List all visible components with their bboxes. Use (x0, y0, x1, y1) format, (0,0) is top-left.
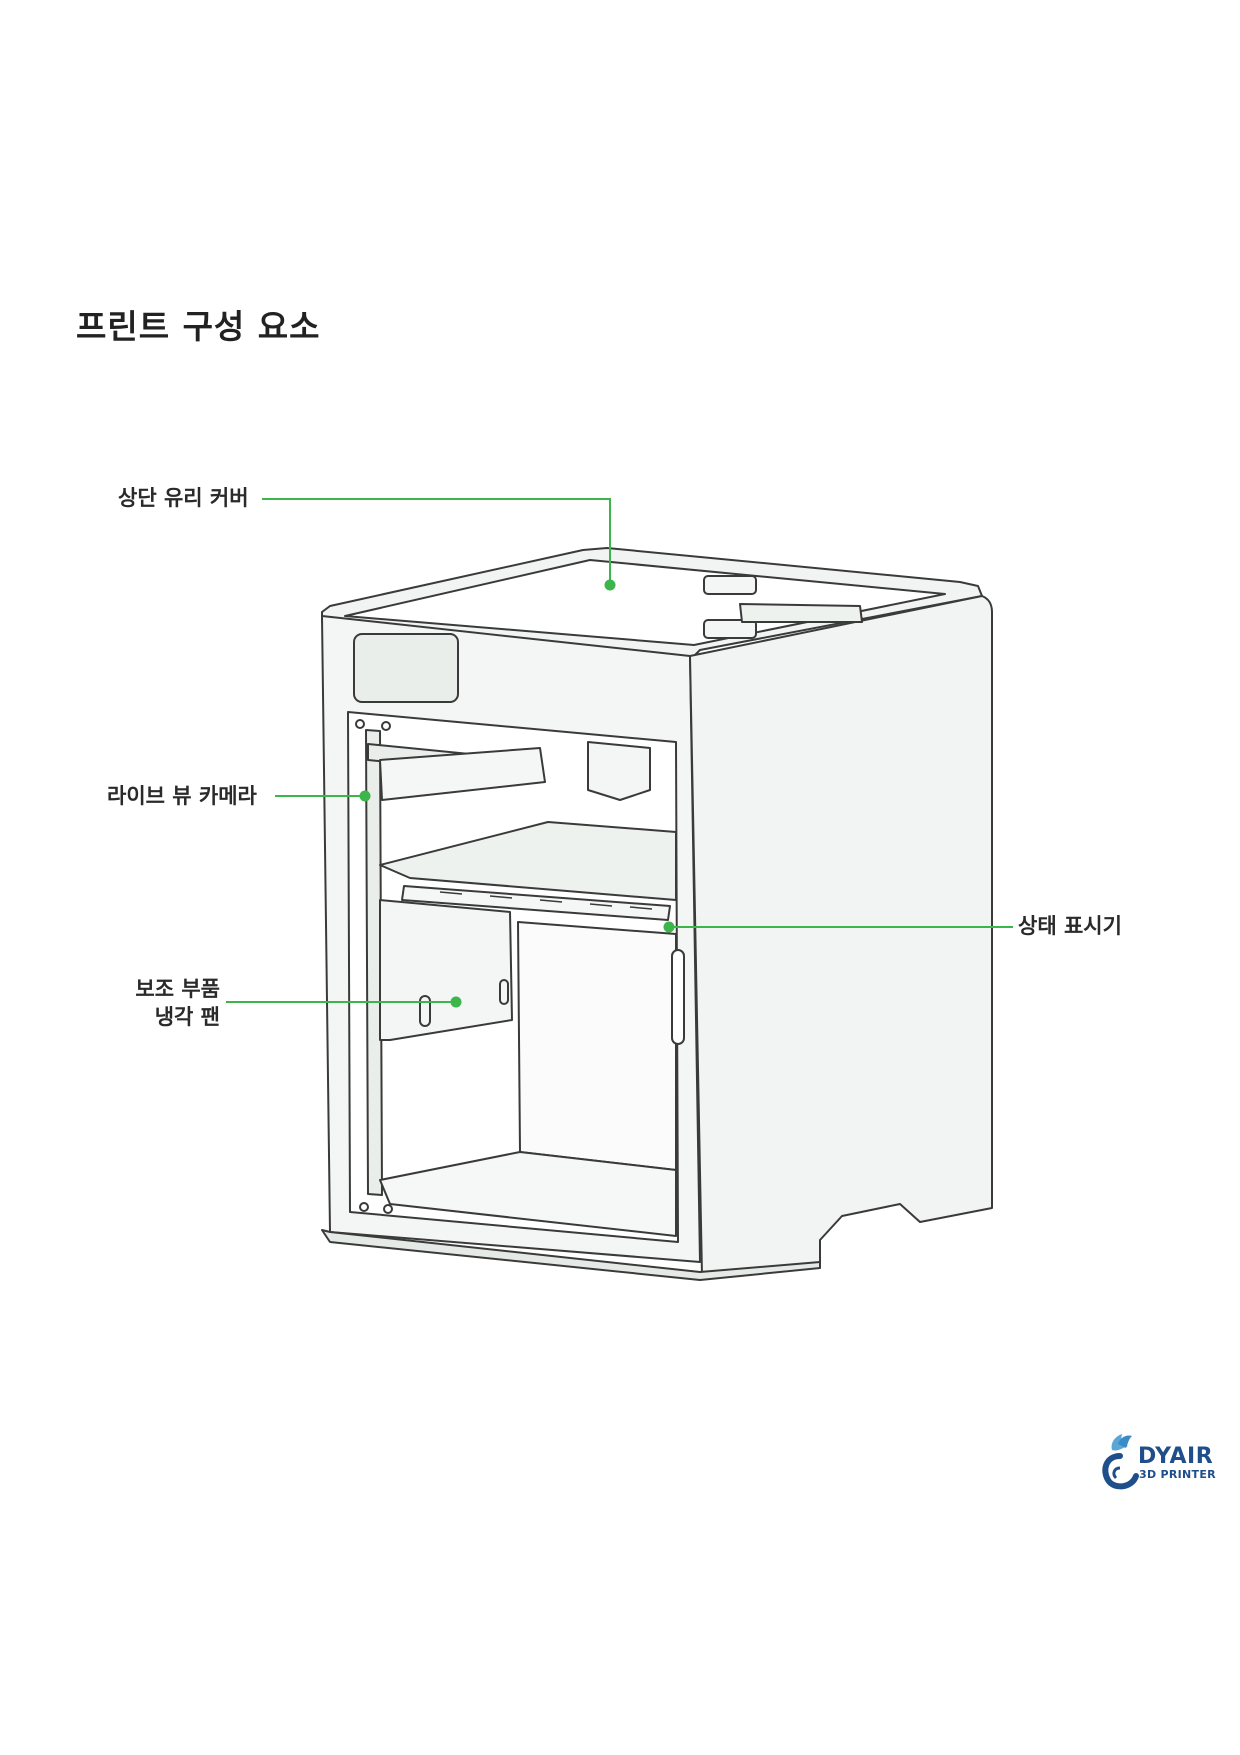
callout-line-top-glass-cover (262, 498, 611, 585)
logo-subtitle: 3D PRINTER (1139, 1468, 1216, 1481)
touch-display-shape (353, 633, 459, 703)
callout-dot-top-glass-cover (604, 579, 616, 591)
right-side-panel (689, 595, 993, 1277)
callout-top-glass-cover-text: 상단 유리 커버 (118, 486, 249, 510)
status-indicator-shape (671, 949, 685, 1045)
page-title: 프린트 구성 요소 (76, 307, 321, 346)
callout-status-indicator-text: 상태 표시기 (1018, 914, 1122, 938)
print-head-shape (587, 741, 651, 801)
callout-dot-status-indicator (663, 921, 675, 933)
brand-logo: DYAIR 3D PRINTER (1098, 1428, 1228, 1498)
callout-aux-fan: 보조 부품 냉각 팬 (118, 975, 220, 1032)
callout-dot-live-view-camera (359, 790, 371, 802)
callout-lines (226, 498, 1013, 1003)
callout-top-glass-cover: 상단 유리 커버 (118, 484, 249, 512)
bird-swirl-logo-icon (1102, 1434, 1139, 1490)
callout-live-view-camera: 라이브 뷰 카메라 (107, 782, 257, 810)
printer-illustration (321, 547, 993, 1281)
build-plate (379, 821, 677, 901)
callout-aux-fan-line2: 냉각 팬 (154, 1005, 220, 1030)
callout-dot-aux-fan (450, 996, 462, 1008)
callout-dots (359, 579, 675, 1008)
callout-status-indicator: 상태 표시기 (1018, 912, 1122, 940)
aux-fan-shape (379, 899, 513, 1041)
callout-live-view-camera-text: 라이브 뷰 카메라 (107, 784, 257, 808)
logo-wordmark: DYAIR (1138, 1444, 1214, 1469)
callout-aux-fan-line1: 보조 부품 (135, 977, 220, 1001)
